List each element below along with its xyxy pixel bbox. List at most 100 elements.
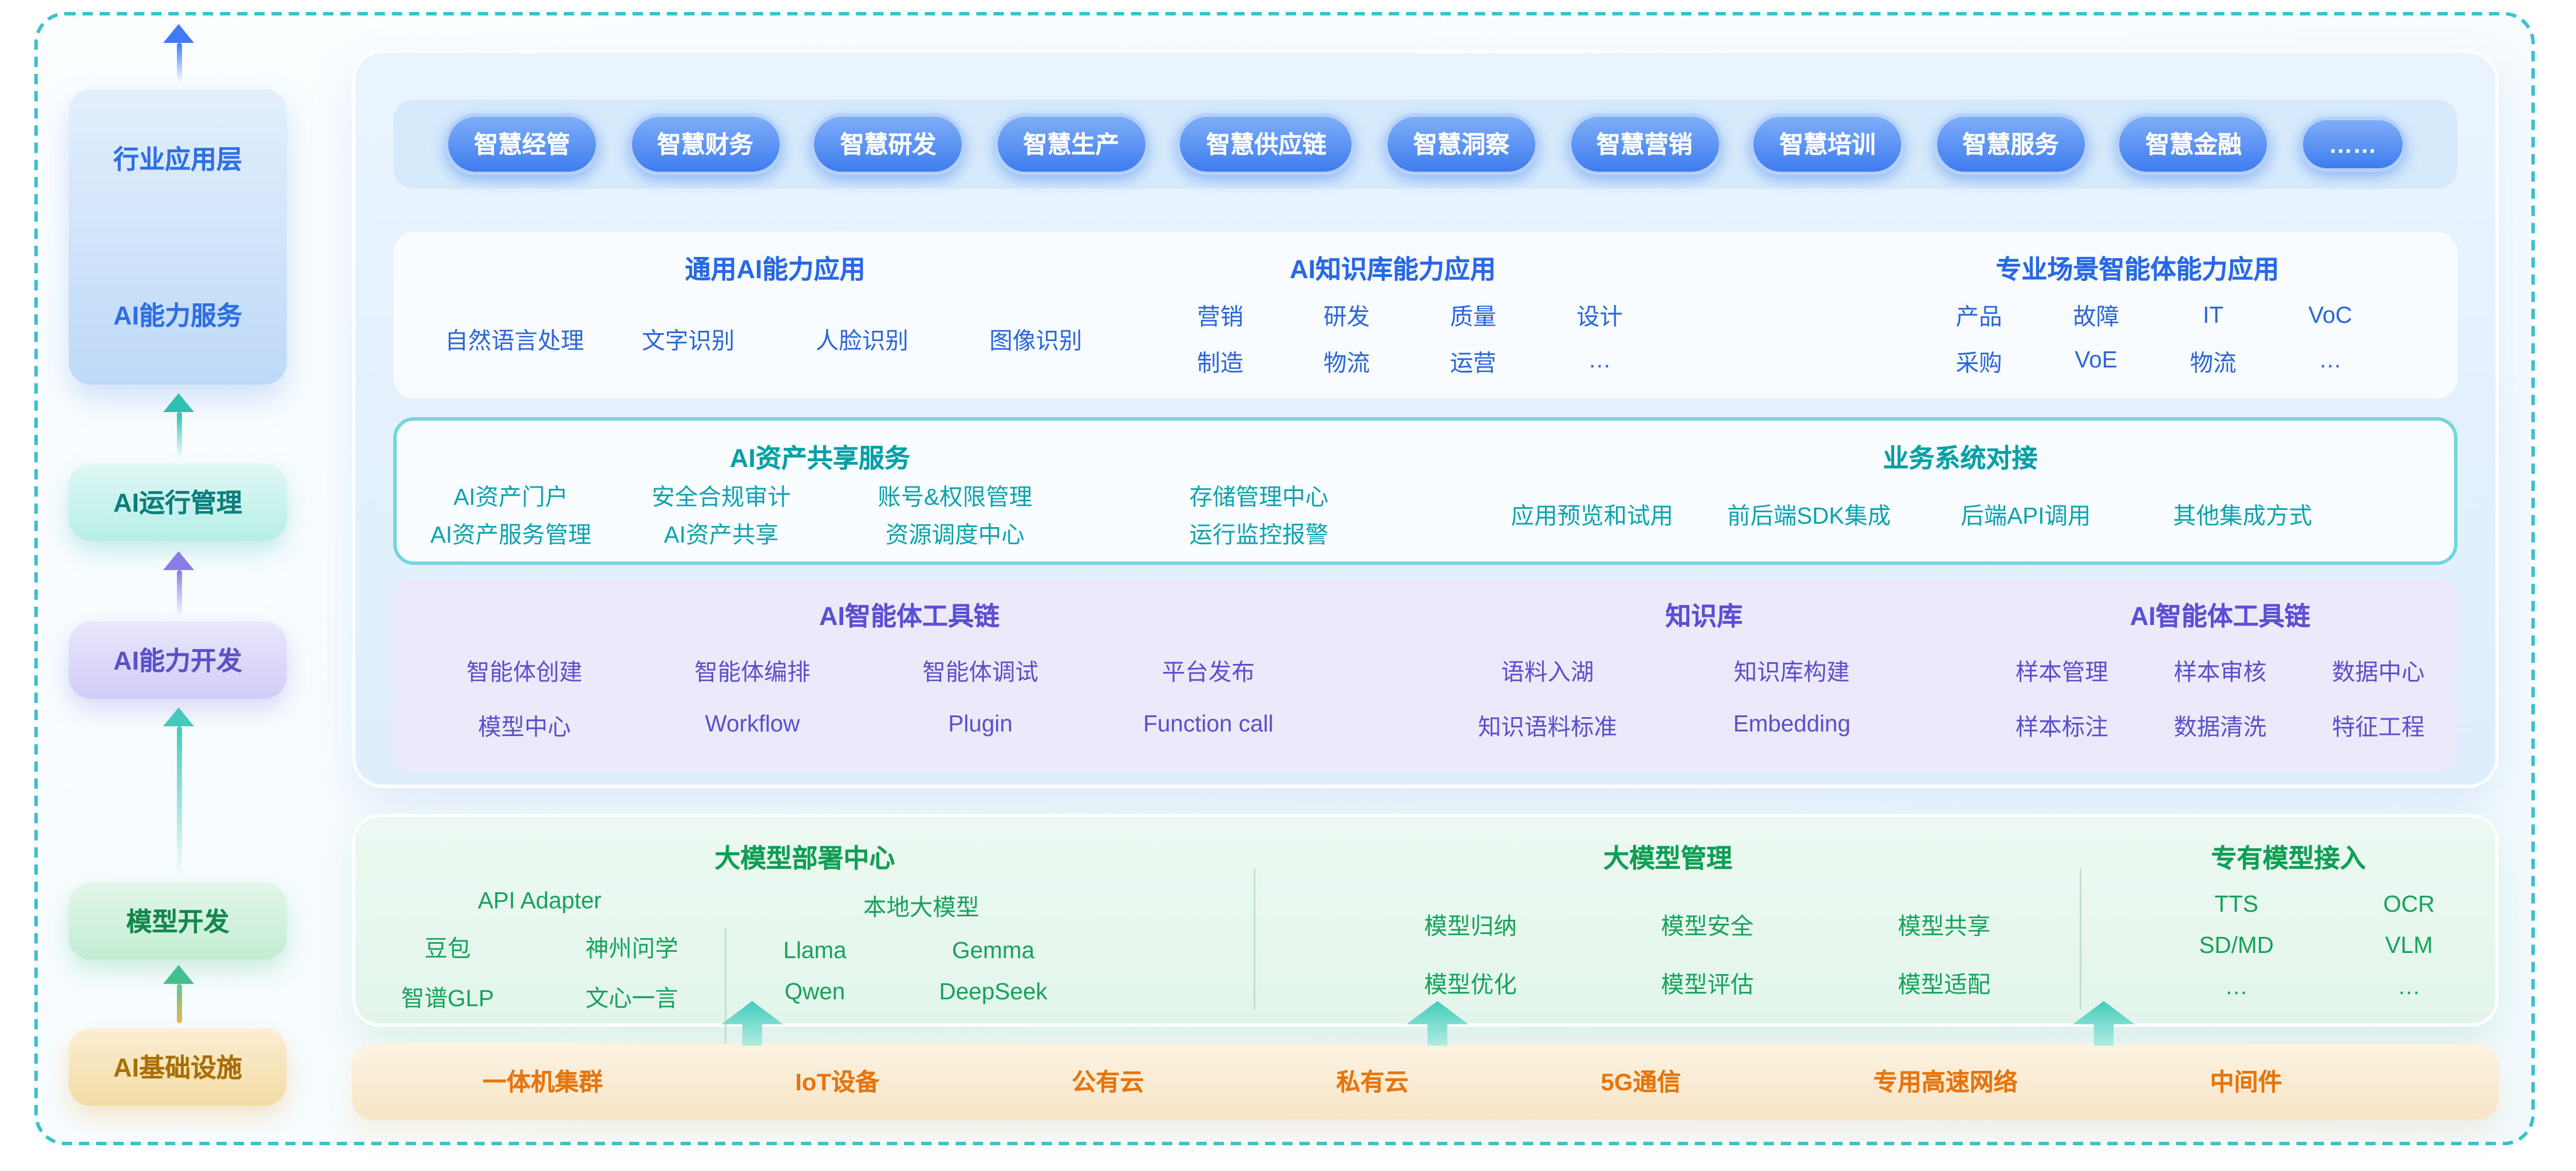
model-item: 文心一言 [585,986,678,1011]
model-item: … [2397,974,2421,999]
section-title: 知识库 [1665,603,1743,632]
industry-pill: …… [2299,117,2406,172]
asset-service-item: 资源调度中心 [885,521,1025,547]
toolchain-item: 数据中心 [2332,659,2425,686]
model-item: Gemma [952,937,1035,963]
layer-label: 行业应用层 [113,146,242,175]
capability-items-row: 营销研发质量设计 [1157,298,1714,332]
layer-ai-runtime-management: AI运行管理 [69,464,287,541]
integration-item: 前后端SDK集成 [1727,503,1891,529]
toolchain-item: 样本标注 [2015,713,2108,739]
industry-pill: 智慧经管 [445,113,599,175]
industry-pill: 智慧洞察 [1384,113,1539,175]
toolchain-items-row: 样本标注 数据清洗 特征工程 [1983,707,2458,741]
toolchain-item: Workflow [705,711,800,737]
toolchain-item: 数据清洗 [2174,713,2267,739]
toolchain-item: 知识语料标准 [1477,713,1617,739]
section-title: 大模型部署中心 [714,845,895,874]
capability-item: 自然语言处理 [445,327,584,353]
model-item: 模型适配 [1898,972,1991,998]
section-title: 大模型管理 [1603,845,1733,874]
model-item: SD/MD [2199,932,2274,958]
toolchain-item: Function call [1143,711,1274,737]
section-title: 业务系统对接 [1883,445,2038,474]
model-item: 模型归纳 [1424,913,1517,939]
asset-items-row: AI资产门户安全合规审计账号&权限管理存储管理中心 [397,478,1467,512]
model-items-row: Qwen DeepSeek [726,979,1254,1004]
model-item: 豆包 [424,936,471,962]
section-title: 专业场景智能体能力应用 [1996,256,2279,285]
capability-item: 研发 [1323,304,1370,330]
capability-items-row: 制造物流运营… [1157,343,1714,377]
toolchain-item: 特征工程 [2332,713,2425,739]
ai-knowledge-base-application-section: AI知识库能力应用 营销研发质量设计 制造物流运营… [1157,232,1714,398]
asset-service-item: 存储管理中心 [1189,484,1329,511]
layer-ai-infrastructure: AI基础设施 [69,1028,287,1106]
model-item: OCR [2383,891,2435,917]
industry-pill: 智慧金融 [2116,113,2271,175]
model-item: 模型共享 [1898,913,1991,939]
model-items-row: TTS OCR [2081,891,2495,917]
industry-pills-bar: 智慧经管智慧财务智慧研发智慧生产智慧供应链智慧洞察智慧营销智慧培训智慧服务智慧金… [393,100,2458,189]
model-items-row: 豆包神州问学 [355,929,724,963]
capability-item: … [1588,347,1611,373]
infrastructure-item: 公有云 [1072,1068,1144,1095]
application-capability-panel: 智慧经管智慧财务智慧研发智慧生产智慧供应链智慧洞察智慧营销智慧培训智慧服务智慧金… [352,50,2499,788]
capability-item: 人脸识别 [815,327,908,353]
business-integration-section: 业务系统对接 应用预览和试用前后端SDK集成后端API调用其他集成方式 [1467,421,2454,561]
industry-pill: 智慧研发 [811,113,966,175]
model-item: Qwen [784,979,846,1004]
capability-item: 制造 [1197,349,1244,375]
toolchain-item: 模型中心 [478,713,571,739]
toolchain-item: 样本审核 [2174,659,2267,686]
section-title: 通用AI能力应用 [685,256,866,285]
integration-item: 后端API调用 [1961,503,2091,529]
integration-items-row: 应用预览和试用前后端SDK集成后端API调用其他集成方式 [1467,496,2454,531]
up-arrow-icon [163,393,194,458]
capability-item: 采购 [1955,349,2002,375]
subsection-title: 本地大模型 [863,895,979,920]
model-item: TTS [2214,891,2259,917]
toolchain-item: 样本管理 [2015,659,2108,686]
asset-service-item: 运行监控报警 [1189,521,1329,547]
data-toolchain-section: AI智能体工具链 样本管理样本审核数据中心 样本标注数据清洗特征工程 [1983,579,2458,771]
model-item: … [2225,974,2249,999]
toolchain-items-row: 语料入湖知识库构建 [1425,653,1983,687]
divider [1254,869,1256,1010]
subsection-title: API Adapter [477,888,602,913]
asset-service-item: AI资产服务管理 [430,521,591,547]
layer-label: AI能力服务 [113,302,242,331]
asset-items-row: AI资产服务管理 AI资产共享 资源调度中心 运行监控报警 [397,515,1467,549]
model-item: 模型安全 [1661,913,1754,939]
model-items-row: 模型优化模型评估模型适配 [1256,965,2080,999]
industry-pill: 智慧服务 [1933,113,2088,175]
industry-pill: 智慧营销 [1567,113,1722,175]
capability-item: 文字识别 [642,327,735,353]
layer-model-development: 模型开发 [69,883,287,960]
model-item: 模型评估 [1661,972,1754,998]
industry-pill: 智慧供应链 [1177,113,1356,175]
infrastructure-item: 私有云 [1336,1068,1409,1095]
model-item: DeepSeek [939,979,1048,1004]
infrastructure-item: IoT设备 [795,1068,880,1095]
toolchain-item: 智能体创建 [466,659,583,686]
ai-asset-sharing-section: AI资产共享服务 AI资产门户安全合规审计账号&权限管理存储管理中心 AI资产服… [397,421,1467,561]
toolchain-items-row: 智能体创建智能体编排智能体调试平台发布 [393,653,1425,687]
infrastructure-item: 中间件 [2210,1068,2282,1095]
asset-service-item: AI资产共享 [663,521,779,547]
